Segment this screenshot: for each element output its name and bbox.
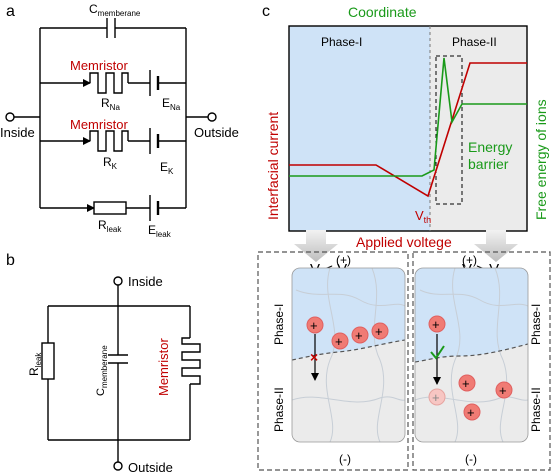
inside-label: Inside: [0, 125, 35, 140]
right-ions: + + + + +: [428, 315, 513, 421]
inside-label-b: Inside: [128, 274, 163, 289]
svg-text:+: +: [432, 390, 440, 405]
left-phase1: Phase-I: [272, 304, 286, 345]
outside-label-b: Outside: [128, 460, 173, 475]
svg-text:+: +: [499, 383, 507, 398]
y-label-right: Free energy of ions: [533, 99, 549, 220]
e-k-label: EK: [160, 160, 174, 176]
y-label-left: Interfacial current: [265, 112, 281, 220]
r-leak-label: Rleak: [98, 218, 122, 234]
right-phase2: Phase-II: [529, 387, 543, 432]
panel-b-labels: b Inside Outside Rleak Cmemberane Memris…: [6, 252, 173, 475]
panel-c-plot: c Coordinate Phase-I Phase-II Interfacia…: [262, 3, 549, 250]
svg-text:+: +: [355, 328, 363, 343]
svg-text:+: +: [375, 324, 383, 339]
panel-c-letter: c: [262, 3, 270, 20]
panel-a-labels: a Cmemberane Memristor RNa ENa Memristor…: [0, 2, 239, 239]
panel-a-letter: a: [6, 3, 15, 20]
coordinate-label: Coordinate: [348, 4, 417, 20]
left-phase2: Phase-II: [272, 387, 286, 432]
outside-label: Outside: [194, 125, 239, 140]
energy-barrier-line2: barrier: [468, 156, 509, 172]
blocked-cross: ×: [310, 349, 318, 365]
left-plus: (+): [336, 253, 351, 267]
panel-a: [5, 18, 217, 221]
r-leak-label-b: Rleak: [27, 352, 43, 376]
r-na-label: RNa: [101, 96, 120, 112]
svg-text:+: +: [310, 318, 318, 333]
right-minus: (-): [465, 452, 477, 466]
vth-label: Vth: [415, 208, 431, 225]
svg-text:+: +: [467, 405, 475, 420]
down-arrows: [294, 230, 518, 262]
right-phase1: Phase-I: [529, 304, 543, 345]
left-box: V < Vth (+) (-) Phase-I Phase-II × + +: [257, 251, 409, 471]
svg-text:+: +: [432, 317, 440, 332]
left-minus: (-): [339, 452, 351, 466]
c-membrane-label: Cmemberane: [89, 2, 141, 18]
e-leak-label: Eleak: [148, 223, 172, 239]
phase1-label: Phase-I: [321, 35, 362, 49]
svg-text:+: +: [335, 334, 343, 349]
energy-curve: [289, 57, 527, 177]
current-curve: [289, 62, 527, 198]
energy-barrier-line1: Energy: [468, 139, 512, 155]
x-axis-label: Applied voltege: [356, 234, 452, 250]
phase2-label: Phase-II: [452, 35, 497, 49]
panel-b-letter: b: [6, 252, 15, 269]
c-membrane-label-b: Cmemberane: [95, 345, 109, 396]
memristor-na-label: Memristor: [70, 58, 128, 73]
left-ions: + + + +: [306, 316, 389, 350]
right-box: V > Vth (+) (-) Phase-I Phase-II + +: [412, 251, 551, 471]
memristor-k-label: Memristor: [70, 117, 128, 132]
pass-check: [430, 345, 445, 360]
r-k-label: RK: [103, 155, 118, 171]
panel-b: [41, 276, 201, 471]
memristor-label-b: Memristor: [156, 338, 171, 396]
svg-text:+: +: [462, 376, 470, 391]
e-na-label: ENa: [162, 96, 181, 112]
right-plus: (+): [462, 253, 477, 267]
